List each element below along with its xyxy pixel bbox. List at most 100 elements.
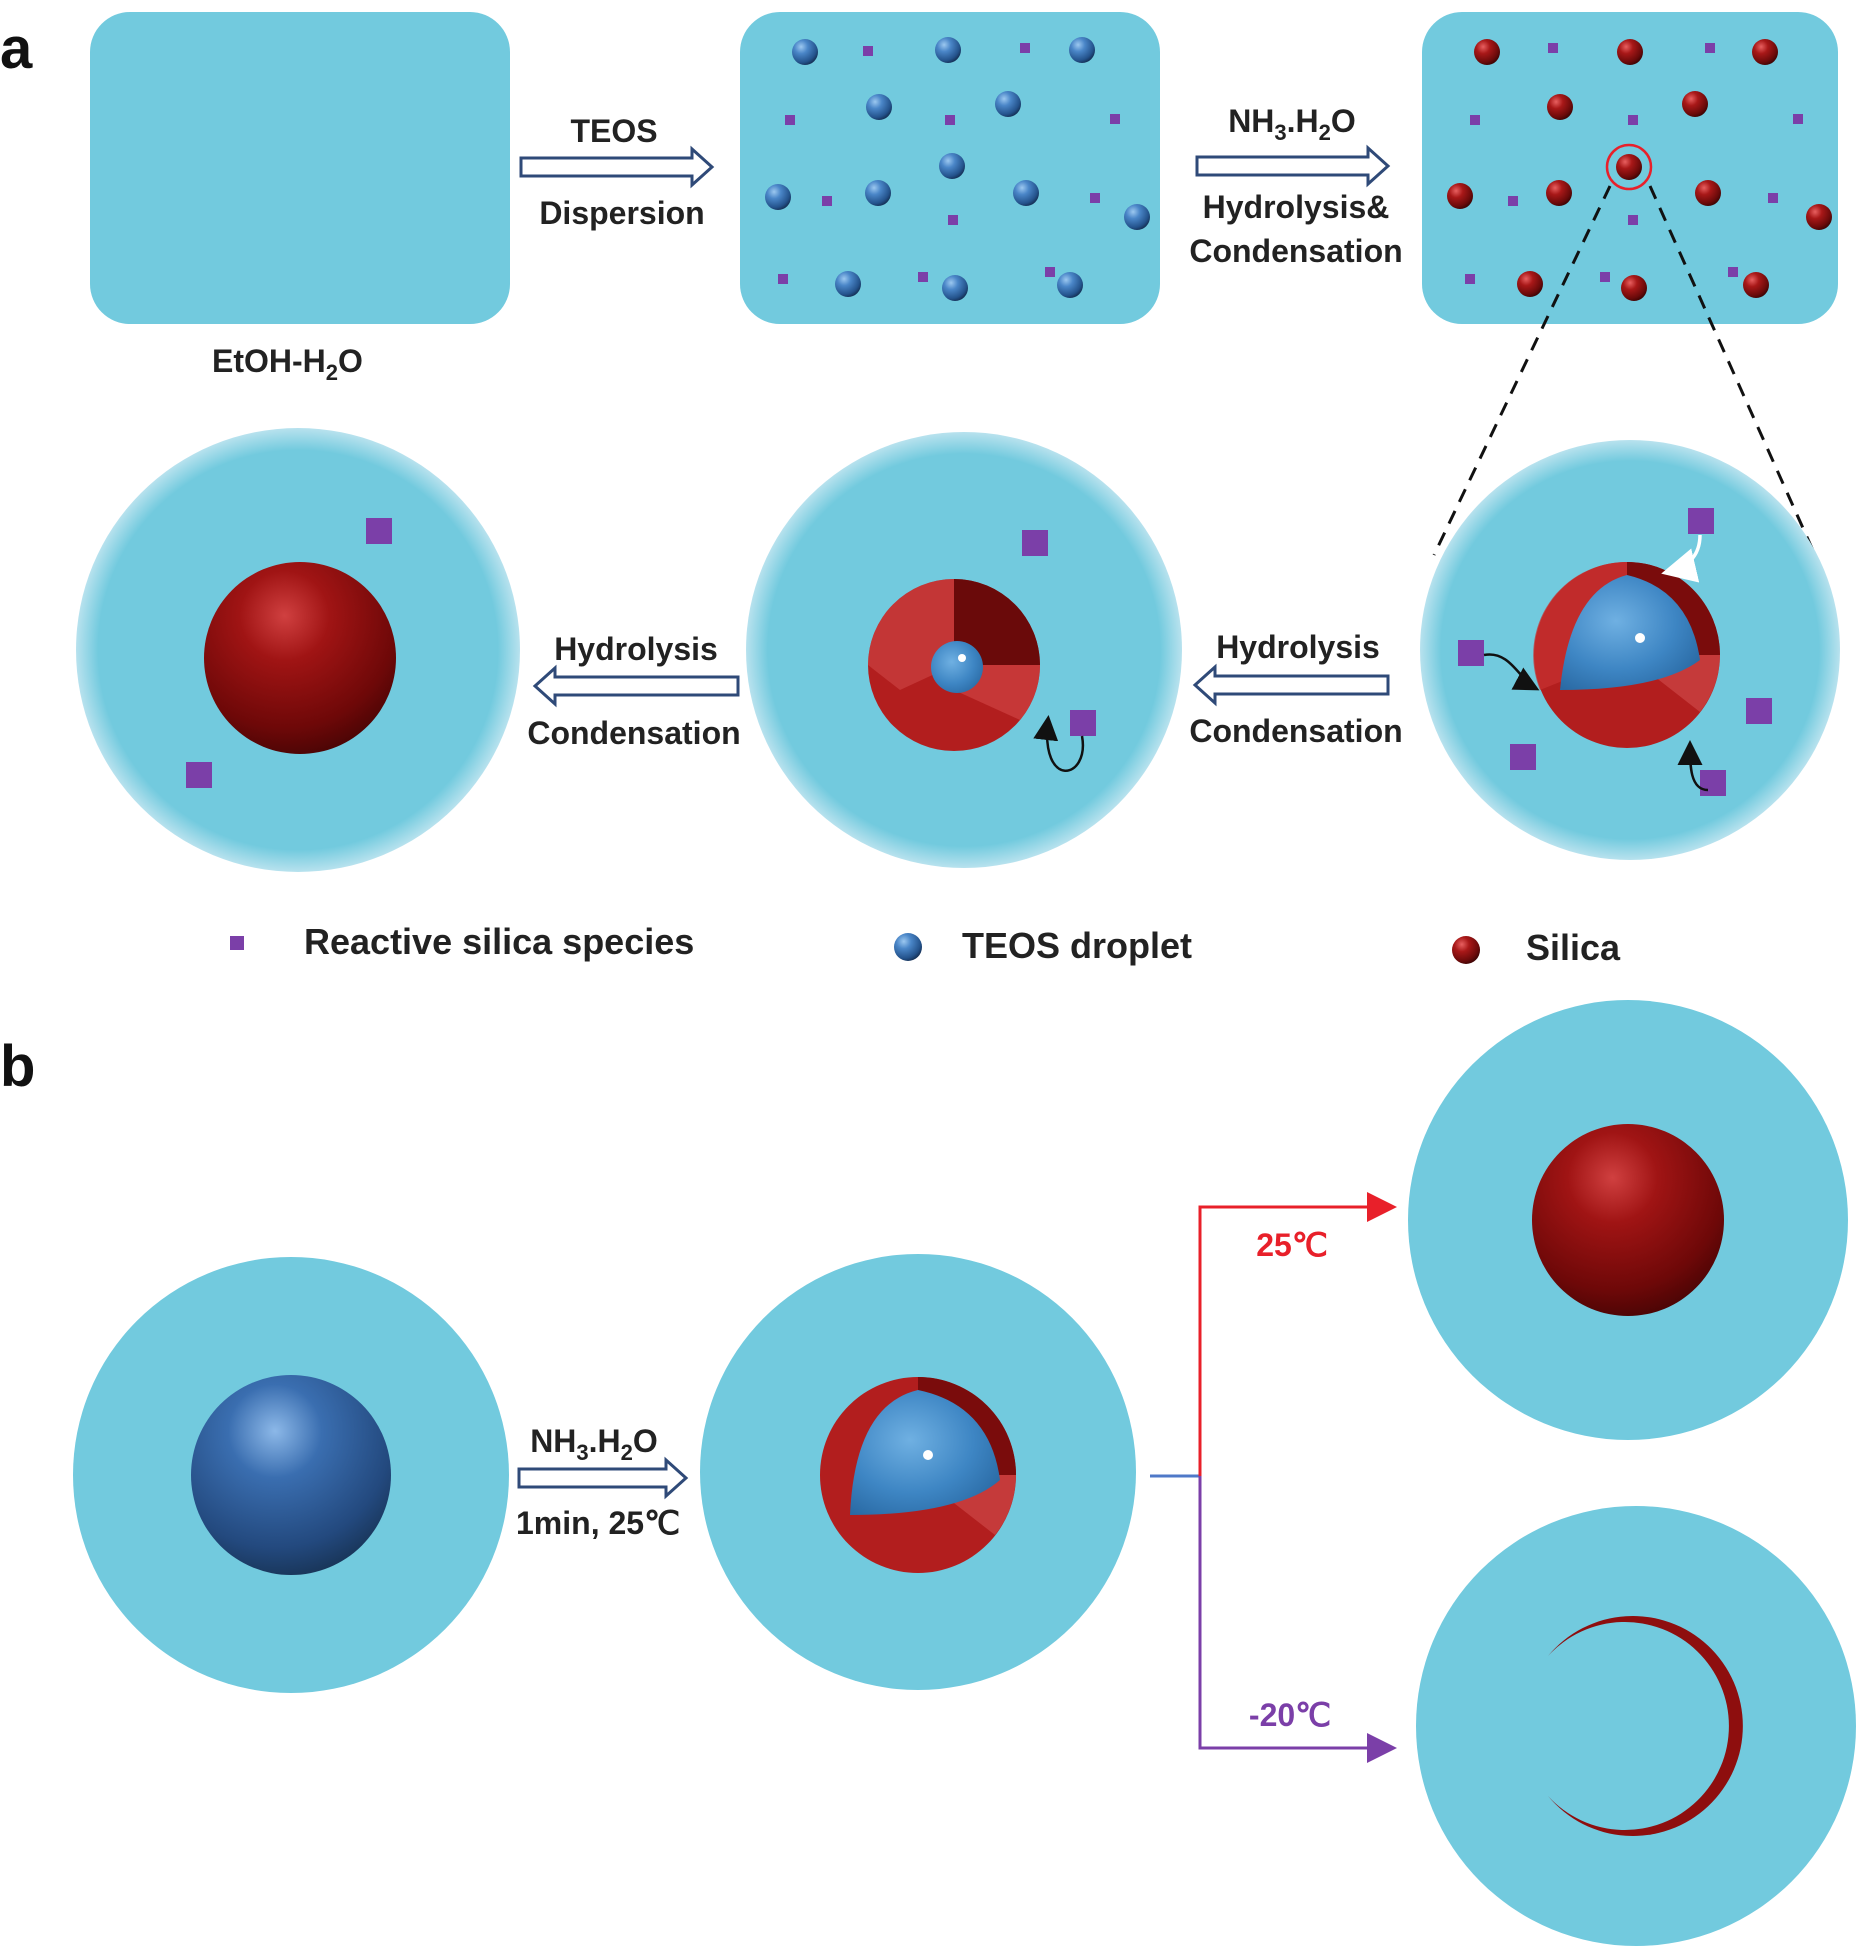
zoom-highlight-circle	[1605, 143, 1653, 191]
species-dot	[1465, 274, 1475, 284]
species-dot	[1628, 215, 1638, 225]
legend-label-silica: Silica	[1526, 927, 1621, 968]
silica-particle	[1621, 275, 1647, 301]
teos-droplet	[1013, 180, 1039, 206]
silica-particle	[1806, 204, 1832, 230]
teos-dispersion-contents	[765, 37, 1150, 301]
silica-particle	[1682, 91, 1708, 117]
legend-red-sphere-icon	[1452, 936, 1480, 964]
silica-particle	[1695, 180, 1721, 206]
teos-droplet	[995, 91, 1021, 117]
species-dot	[1768, 193, 1778, 203]
species-dot	[863, 46, 873, 56]
core-shell-particle-thin	[1533, 561, 1720, 748]
species-dot	[1548, 43, 1558, 53]
teos-droplet-sphere	[191, 1375, 391, 1575]
hot-temperature-label: 25℃	[1256, 1227, 1328, 1263]
dispersion-arrow	[519, 145, 715, 189]
silica-particle	[1447, 183, 1473, 209]
hollow-silica-shell	[1548, 1615, 1743, 1836]
panel-label-a: a	[0, 16, 33, 81]
zoom-line-right	[1648, 185, 1817, 556]
arrow1-top-label: TEOS	[570, 113, 657, 149]
teos-droplet	[835, 271, 861, 297]
species-white-arrow	[1661, 534, 1702, 583]
teos-droplet	[939, 153, 965, 179]
species-dot	[785, 115, 795, 125]
species-dot	[1020, 43, 1030, 53]
hot-branch-line	[1198, 1192, 1397, 1476]
arrow2-top-label: NH3.H2O	[1228, 103, 1356, 145]
b-ammonia-arrow	[517, 1456, 689, 1500]
teos-droplet	[1069, 37, 1095, 63]
species-dot	[1045, 267, 1055, 277]
teos-droplet	[942, 275, 968, 301]
core-shell-particle-thick	[868, 579, 1040, 751]
cold-branch-line	[1198, 1476, 1397, 1763]
species-square	[1688, 508, 1714, 534]
silica-particle	[1546, 180, 1572, 206]
species-square	[1700, 770, 1726, 796]
species-dot	[1628, 115, 1638, 125]
silica-particle	[1517, 271, 1543, 297]
species-dot	[1728, 267, 1738, 277]
teos-droplet	[935, 37, 961, 63]
species-square	[1022, 530, 1048, 556]
species-square	[1746, 698, 1772, 724]
b-arrow-bottom-label: 1min, 25℃	[516, 1505, 680, 1541]
silica-particle	[1547, 94, 1573, 120]
legend-blue-sphere-icon	[894, 933, 922, 961]
species-dot	[822, 196, 832, 206]
hydrolysis-condensation-arrow	[1195, 144, 1391, 188]
species-dot	[1090, 193, 1100, 203]
arrow2-bottom-label-2: Condensation	[1189, 233, 1402, 269]
teos-droplet	[765, 184, 791, 210]
species-dot	[918, 272, 928, 282]
species-dot	[1705, 43, 1715, 53]
hydrolysis-arrow-left	[532, 664, 740, 708]
arrow4-bottom-label: Condensation	[527, 715, 740, 751]
species-square	[186, 762, 212, 788]
arrow1-bottom-label: Dispersion	[539, 195, 704, 231]
b-core-shell-particle	[820, 1377, 1016, 1573]
arrow3-top-label: Hydrolysis	[1216, 629, 1380, 665]
species-dot	[1600, 272, 1610, 282]
species-dot	[948, 215, 958, 225]
species-dot	[1110, 114, 1120, 124]
species-square	[1510, 744, 1536, 770]
species-square	[1070, 710, 1096, 736]
hollow-shell-result-circle	[1416, 1506, 1856, 1946]
solvent-label: EtOH-H2O	[212, 343, 363, 385]
species-arrow-bottom	[1677, 740, 1709, 792]
silica-particle	[1752, 39, 1778, 65]
legend-square-icon	[230, 936, 244, 950]
solid-silica-sphere	[204, 562, 396, 754]
species-diffusion-arrow	[1033, 715, 1085, 772]
species-dot	[778, 274, 788, 284]
legend-label-species: Reactive silica species	[304, 921, 694, 962]
species-square	[1458, 640, 1484, 666]
silica-particle	[1743, 272, 1769, 298]
arrow3-bottom-label: Condensation	[1189, 713, 1402, 749]
species-dot	[1508, 196, 1518, 206]
cold-temperature-label: -20℃	[1249, 1697, 1331, 1733]
solid-silica-result-sphere	[1532, 1124, 1724, 1316]
teos-droplet	[866, 94, 892, 120]
zoom-line-left	[1432, 185, 1612, 556]
teos-droplet	[1057, 272, 1083, 298]
legend: Reactive silica species TEOS droplet Sil…	[230, 921, 1621, 968]
species-square	[366, 518, 392, 544]
silica-particle	[1616, 154, 1642, 180]
arrow4-top-label: Hydrolysis	[554, 631, 718, 667]
legend-label-teos: TEOS droplet	[962, 925, 1192, 966]
species-dot	[1793, 114, 1803, 124]
panel-label-b: b	[0, 1034, 35, 1099]
solvent-box	[90, 12, 510, 324]
silica-particle	[1474, 39, 1500, 65]
arrow2-bottom-label-1: Hydrolysis&	[1203, 189, 1390, 225]
silica-particle	[1617, 39, 1643, 65]
teos-droplet	[792, 39, 818, 65]
silica-box-contents	[1447, 39, 1832, 301]
b-arrow-top-label: NH3.H2O	[530, 1423, 658, 1465]
